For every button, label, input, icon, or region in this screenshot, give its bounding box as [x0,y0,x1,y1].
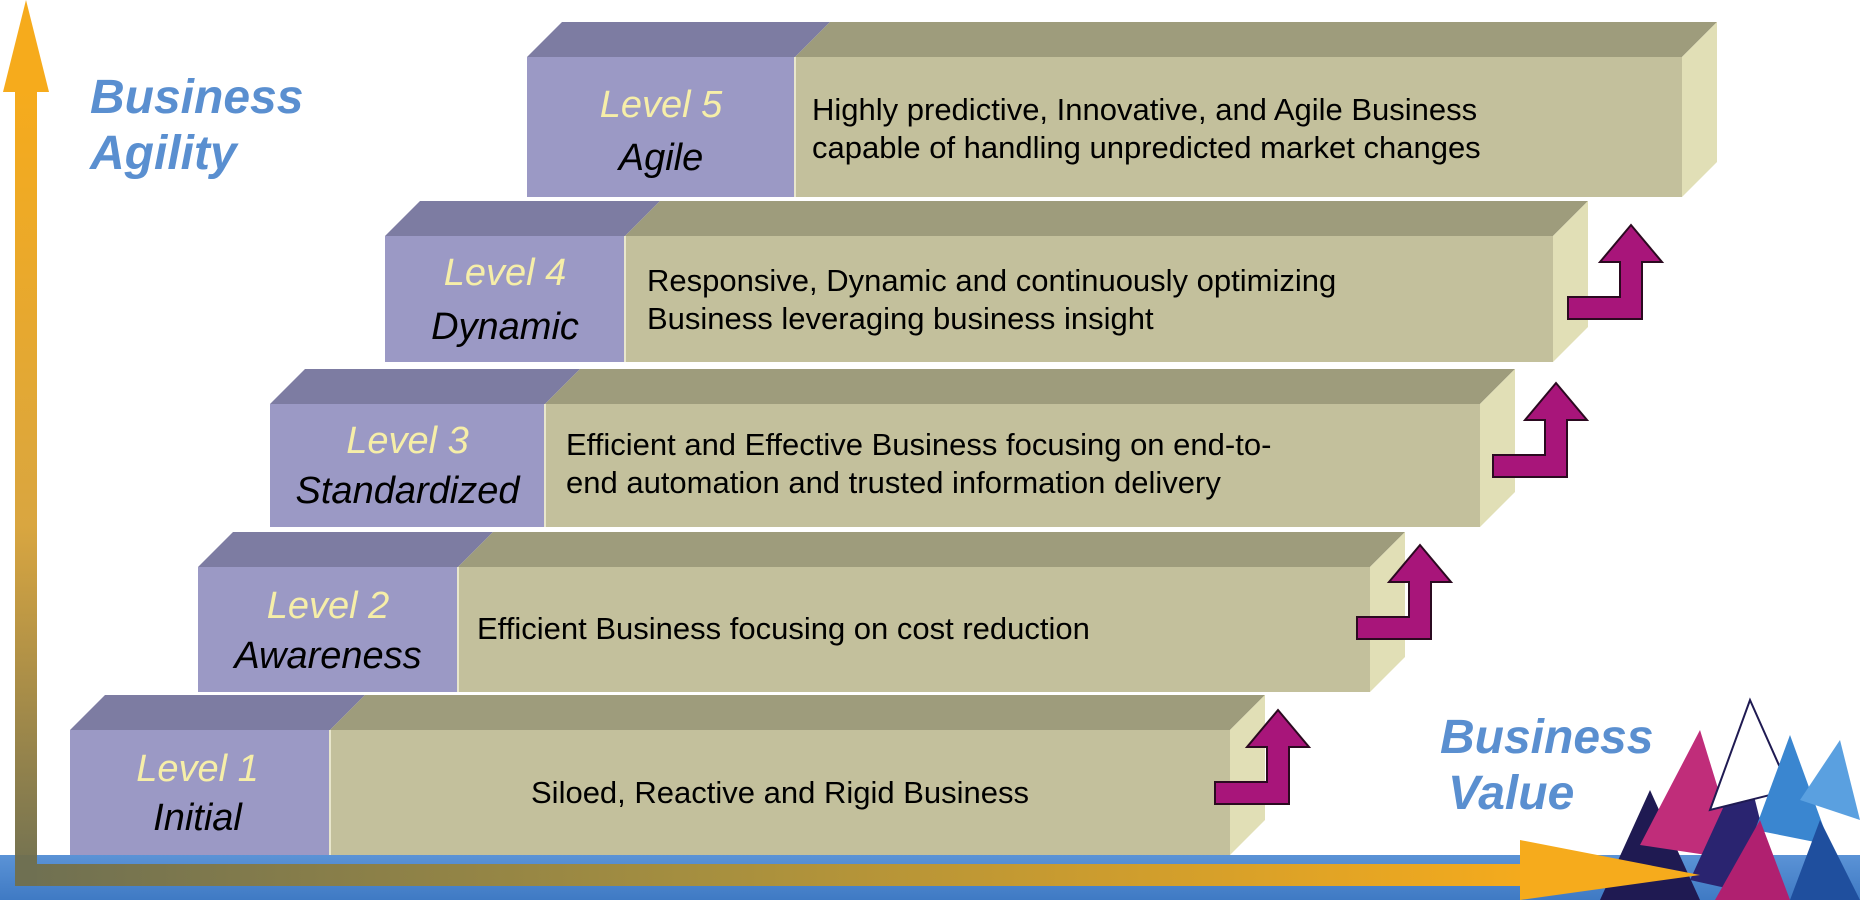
level-3-desc-block [545,404,1480,527]
level-5-label-block [527,57,795,197]
level-5-number: Level 5 [599,84,723,126]
level-5-desc-top [795,22,1717,57]
level-4-label-top [385,201,660,236]
level-2-desc-block [458,567,1370,692]
level-2-description: Efficient Business focusing on cost redu… [477,610,1090,648]
level-2-label-block [198,567,458,692]
level-5-description: Highly predictive, Innovative, and Agile… [812,91,1481,167]
level-4-number: Level 4 [443,252,567,294]
step-up-arrow-icon [1214,708,1312,805]
level-3-label-top [270,369,580,404]
step-arrows [1214,223,1665,805]
level-3-description-line2: end automation and trusted information d… [566,465,1221,500]
level-5-desc-block [795,57,1682,197]
step-up-arrow-icon [1356,543,1454,640]
y-axis-label-line1: Business [90,71,304,124]
level-5-label-top [527,22,830,57]
level-4-name: Dynamic [431,306,579,348]
level-2-label-top [198,532,493,567]
level-3-description-line1: Efficient and Effective Business focusin… [566,427,1272,462]
level-1-desc-top [330,695,1265,730]
level-3-number: Level 3 [346,420,469,462]
y-axis-label-line2: Agility [90,127,237,180]
level-3-label-block [270,404,545,527]
level-1-label-top [70,695,365,730]
level-3-desc-top [545,369,1515,404]
x-axis-label: Business Value [1440,710,1653,822]
level-5-name: Agile [618,137,704,179]
triangles-logo-icon [1600,697,1860,900]
maturity-steps [70,22,1717,855]
y-axis-label: Business Agility [90,70,303,182]
level-5-end-face [1682,22,1717,197]
level-3-description: Efficient and Effective Business focusin… [566,426,1271,502]
x-axis-label-line2: Value [1448,767,1575,820]
level-4-desc-block [625,236,1553,362]
level-4-description-line1: Responsive, Dynamic and continuously opt… [647,263,1337,298]
level-3-name: Standardized [295,470,520,512]
level-5-description-line2: capable of handling unpredicted market c… [812,130,1481,165]
x-axis-label-line1: Business [1440,711,1654,764]
level-1-desc-block [330,730,1230,855]
x-axis-arrow-icon [15,840,1700,900]
level-3-end-face [1480,369,1515,527]
level-2-description-line1: Efficient Business focusing on cost redu… [477,611,1090,646]
level-2-name: Awareness [234,635,422,677]
y-axis-arrow-icon [3,0,49,883]
level-4-label-block [385,236,625,362]
level-1-name: Initial [153,797,242,839]
level-2-desc-top [458,532,1405,567]
level-4-desc-top [625,201,1588,236]
level-2-number: Level 2 [266,585,390,627]
level-4-description: Responsive, Dynamic and continuously opt… [647,262,1336,338]
level-4-end-face [1553,201,1588,362]
level-4-description-line2: Business leveraging business insight [647,301,1154,336]
step-up-arrow-icon [1567,223,1665,320]
level-1-description-line1: Siloed, Reactive and Rigid Business [531,775,1029,810]
step-up-arrow-icon [1492,381,1590,478]
level-1-label-block [70,730,330,855]
level-1-number: Level 1 [136,748,259,790]
level-1-description: Siloed, Reactive and Rigid Business [330,774,1230,812]
level-5-description-line1: Highly predictive, Innovative, and Agile… [812,92,1478,127]
